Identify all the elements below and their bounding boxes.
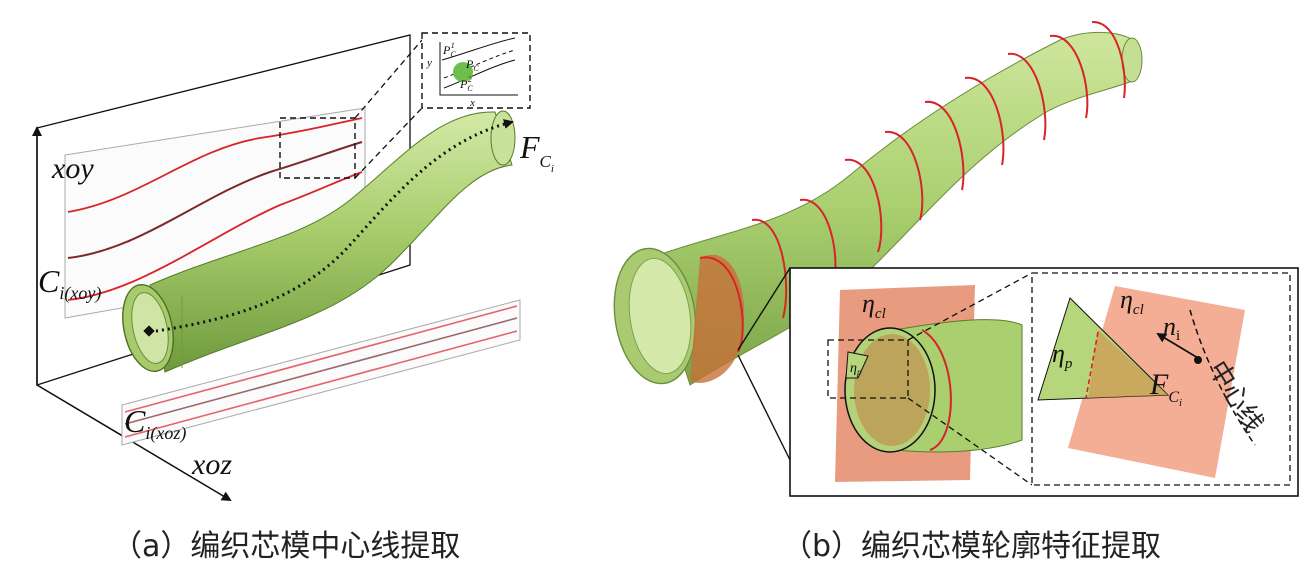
zoom-line-2 — [354, 107, 423, 179]
label-curve-xoy: Ci(xoy) — [38, 263, 101, 304]
label-centerline-b: FCi — [1149, 368, 1182, 409]
inset-curve-2 — [443, 59, 516, 89]
normal-vector-arrow — [1156, 332, 1199, 359]
zoom-line-1 — [354, 39, 423, 119]
label-eta-cl-right: ηcl — [1120, 285, 1144, 318]
detail-selection-box — [827, 339, 909, 399]
caption-b: （b）编织芯模轮廓特征提取 — [782, 529, 1161, 564]
label-xoy: xoy — [51, 152, 94, 185]
tube-body-a — [149, 111, 513, 373]
plane-eta-p-small — [845, 351, 869, 379]
tube-end-far-a — [490, 110, 516, 166]
contour-ring — [1007, 52, 1047, 141]
panel-a: y x PC1 PC PC2 xoy Ci(xoy) Ci(xoz) xoz F… — [32, 32, 554, 564]
xoy-red-curve-bottom — [67, 171, 363, 301]
tube-stub-inner — [854, 334, 930, 446]
xoy-red-curve-top — [67, 117, 363, 213]
zoom-line-b-2 — [907, 397, 1033, 486]
detail-right: ηcl ηp ni FCi 中心线 — [1031, 272, 1291, 486]
plane-eta-cl-right — [1068, 286, 1245, 478]
inset-green-disk — [453, 62, 473, 82]
centerline-start-marker — [143, 325, 155, 337]
xoy-centerline-curve — [67, 141, 363, 259]
inset-curve-dashed — [443, 49, 516, 79]
panel-b: ηcl ηp ηcl ηp ni FCi 中心线 （b）编织芯模轮廓特征提取 — [613, 20, 1299, 564]
label-xoz: xoz — [191, 448, 232, 481]
section-plane-fill — [690, 254, 745, 383]
contour-ring — [1091, 20, 1126, 99]
inset-curve-1 — [441, 37, 516, 61]
plane-overlap — [1088, 330, 1168, 398]
plane-eta-p-dashed-edge — [1085, 331, 1099, 399]
detail-left: ηcl ηp — [827, 285, 1023, 482]
axis-y — [36, 384, 232, 502]
contour-ring — [924, 100, 965, 191]
label-curve-xoz: Ci(xoz) — [124, 403, 186, 444]
centerline-dashed-b — [1189, 309, 1256, 446]
callout-line-1 — [737, 267, 791, 351]
centerline-dotted-a — [149, 119, 514, 334]
callout-line-2 — [737, 354, 791, 461]
xoz-projection-sheet — [121, 299, 521, 446]
inset-axis-x: x — [469, 97, 475, 109]
xoz-red-line-2 — [124, 330, 518, 438]
contour-ring — [1049, 34, 1089, 119]
label-eta-p-small: ηp — [850, 361, 862, 377]
tube-stub-red-edge — [921, 329, 952, 451]
contour-rings — [699, 20, 1126, 353]
zoom-line-b-1 — [907, 272, 1033, 341]
contour-ring — [751, 218, 788, 319]
centerline-point — [1194, 356, 1202, 364]
inset-point-3: PC2 — [459, 75, 473, 93]
contour-ring — [884, 130, 924, 221]
label-eta-cl-left: ηcl — [862, 289, 886, 322]
inset-axis-y: y — [426, 57, 432, 69]
label-centerline-a: FCi — [519, 129, 554, 175]
caption-a: （a）编织芯模中心线提取 — [112, 529, 460, 564]
zoom-selection-box — [279, 117, 356, 179]
xoz-centerline — [124, 317, 518, 425]
tube-inner-b — [628, 257, 692, 375]
label-eta-p: ηp — [1052, 339, 1073, 372]
contour-ring — [844, 158, 883, 253]
inset-point-1: PC1 — [442, 41, 456, 59]
inset-zoom: y x PC1 PC PC2 — [421, 32, 531, 109]
contour-ring — [964, 76, 1005, 166]
inset-point-2: PC — [465, 57, 479, 73]
contour-ring — [699, 256, 744, 353]
label-normal: ni — [1163, 312, 1180, 344]
xoz-red-line-1 — [124, 305, 518, 413]
inset-axes — [439, 42, 518, 96]
